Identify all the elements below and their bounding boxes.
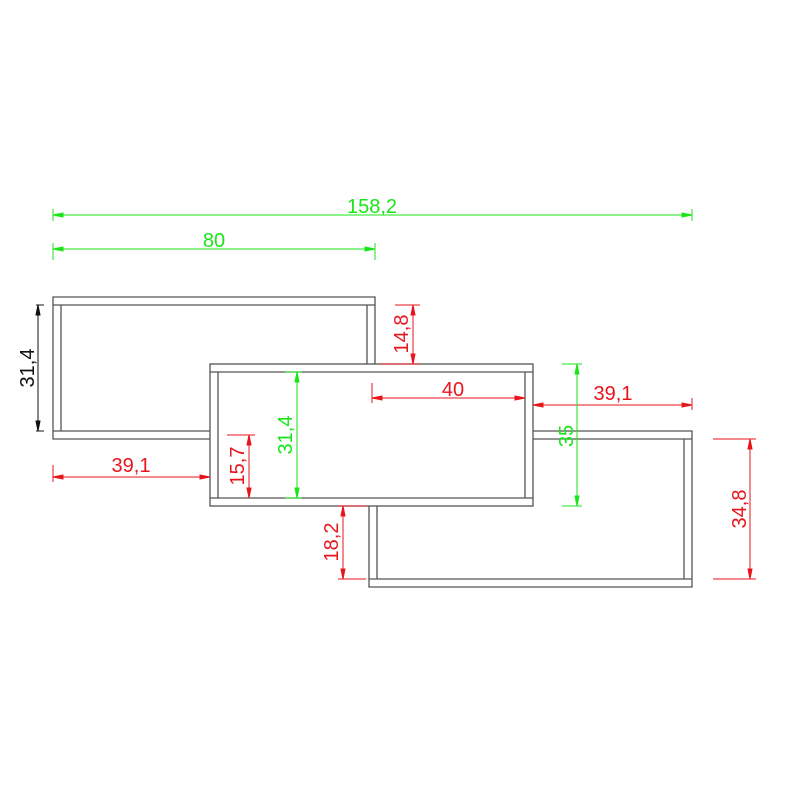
dim-label: 35 <box>556 425 578 447</box>
dim-offset-middle-bottom: 18,2 <box>321 505 366 580</box>
dim-offset-top-middle: 14,8 <box>380 304 420 365</box>
dim-right-overhang: 39,1 <box>532 383 693 410</box>
dim-top-box-height: 31,4 <box>17 304 44 432</box>
top-left-box <box>52 296 376 440</box>
dim-label: 31,4 <box>275 416 297 455</box>
dim-label: 14,8 <box>391 315 413 354</box>
dim-middle-inner-half: 40 <box>371 379 526 403</box>
dim-label: 34,8 <box>729 490 751 529</box>
dim-label: 31,4 <box>17 349 39 388</box>
dim-bottom-box-height: 34,8 <box>713 438 756 580</box>
middle-box <box>209 363 534 507</box>
dim-label: 18,2 <box>321 523 343 562</box>
dim-label: 40 <box>442 379 464 401</box>
dim-label: 15,7 <box>227 447 249 486</box>
dim-left-offset: 39,1 <box>52 455 211 482</box>
dim-label: 39,1 <box>594 383 633 405</box>
dim-label: 80 <box>203 230 225 252</box>
dim-top-box-width: 80 <box>52 230 376 260</box>
dim-middle-outer-height: 35 <box>556 363 582 507</box>
dim-middle-inner-height: 31,4 <box>275 371 302 499</box>
dim-half-inner-height: 15,7 <box>227 434 255 499</box>
dim-label: 39,1 <box>112 455 151 477</box>
dim-label: 158,2 <box>347 196 397 218</box>
bottom-right-box <box>368 430 693 588</box>
dim-overall-width: 158,2 <box>52 196 693 221</box>
